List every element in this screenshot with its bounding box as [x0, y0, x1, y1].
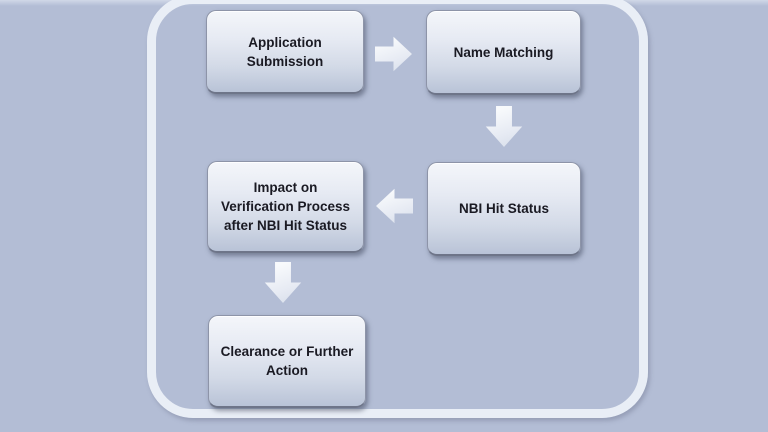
decorative-rounded-frame: [147, 0, 648, 418]
node-label: Clearance or Further Action: [220, 344, 354, 378]
node-name-matching: Name Matching: [426, 10, 581, 95]
node-clearance-or-further-action: Clearance or Further Action: [208, 315, 366, 408]
node-label: NBI Hit Status: [458, 201, 549, 216]
node-impact-on-verification: Impact on Verification Process after NBI…: [207, 161, 364, 253]
node-label: Name Matching: [453, 44, 554, 60]
node-application-submission: Application Submission: [206, 10, 364, 94]
node-label: Impact on Verification Process after NBI…: [220, 180, 351, 233]
node-nbi-hit-status: NBI Hit Status: [427, 162, 581, 256]
node-label: Application Submission: [246, 34, 324, 69]
